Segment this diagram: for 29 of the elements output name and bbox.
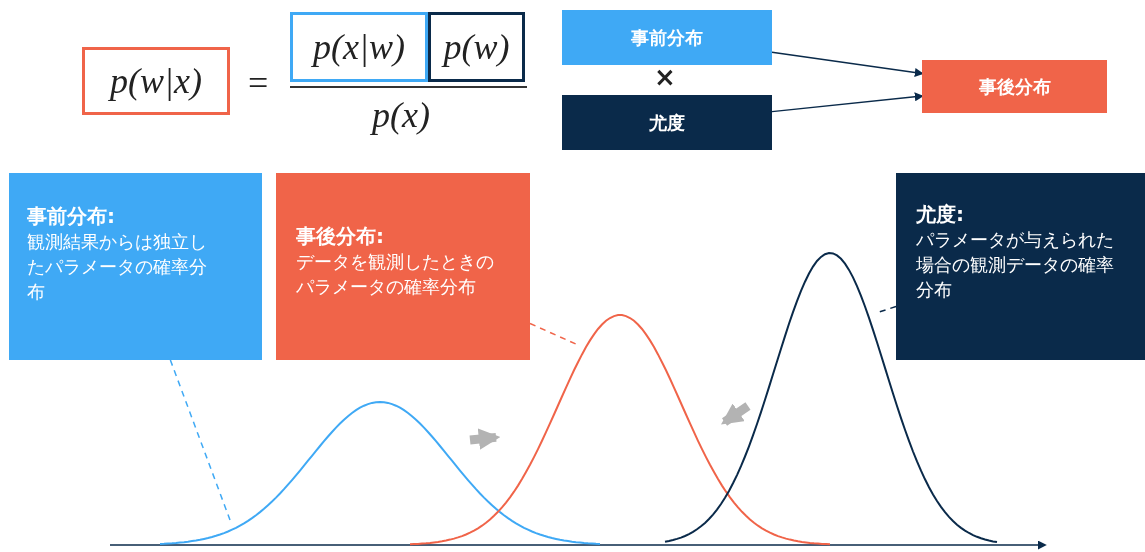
callout-box <box>276 173 530 360</box>
callout-heading: 事後分布: <box>296 223 385 249</box>
leader-line <box>529 322 579 346</box>
leader-line <box>169 359 231 521</box>
callout-box <box>896 173 1145 360</box>
multiply-sign: × <box>654 62 676 92</box>
callout-heading: 事前分布: <box>27 203 116 229</box>
callout-text: データを観測したときのパラメータの確率分布 <box>296 250 495 300</box>
formula-term: p(w) <box>443 26 510 68</box>
callout-text: 観測結果からは独立したパラメータの確率分布 <box>27 230 208 305</box>
distribution-curve <box>409 314 831 546</box>
formula-term-box <box>428 12 525 82</box>
distribution-curve <box>159 401 601 545</box>
distribution-box: 尤度 <box>562 95 772 150</box>
arrow <box>469 428 501 450</box>
formula-term-box <box>290 12 428 82</box>
formula-denominator: p(x) <box>372 94 430 136</box>
callout-text: パラメータが与えられた場合の観測データの確率分布 <box>916 228 1115 303</box>
formula-term: p(w|x) <box>110 60 202 102</box>
arrow <box>721 402 751 426</box>
formula-term-box <box>82 47 230 115</box>
callout-box <box>9 173 262 360</box>
arrow <box>771 92 924 113</box>
distribution-box: 事後分布 <box>922 60 1107 113</box>
callout-heading: 尤度: <box>916 201 965 227</box>
distribution-box: 事前分布 <box>562 10 772 65</box>
equals-sign: = <box>248 62 269 104</box>
formula-term: p(x|w) <box>313 26 405 68</box>
arrow <box>771 51 924 77</box>
